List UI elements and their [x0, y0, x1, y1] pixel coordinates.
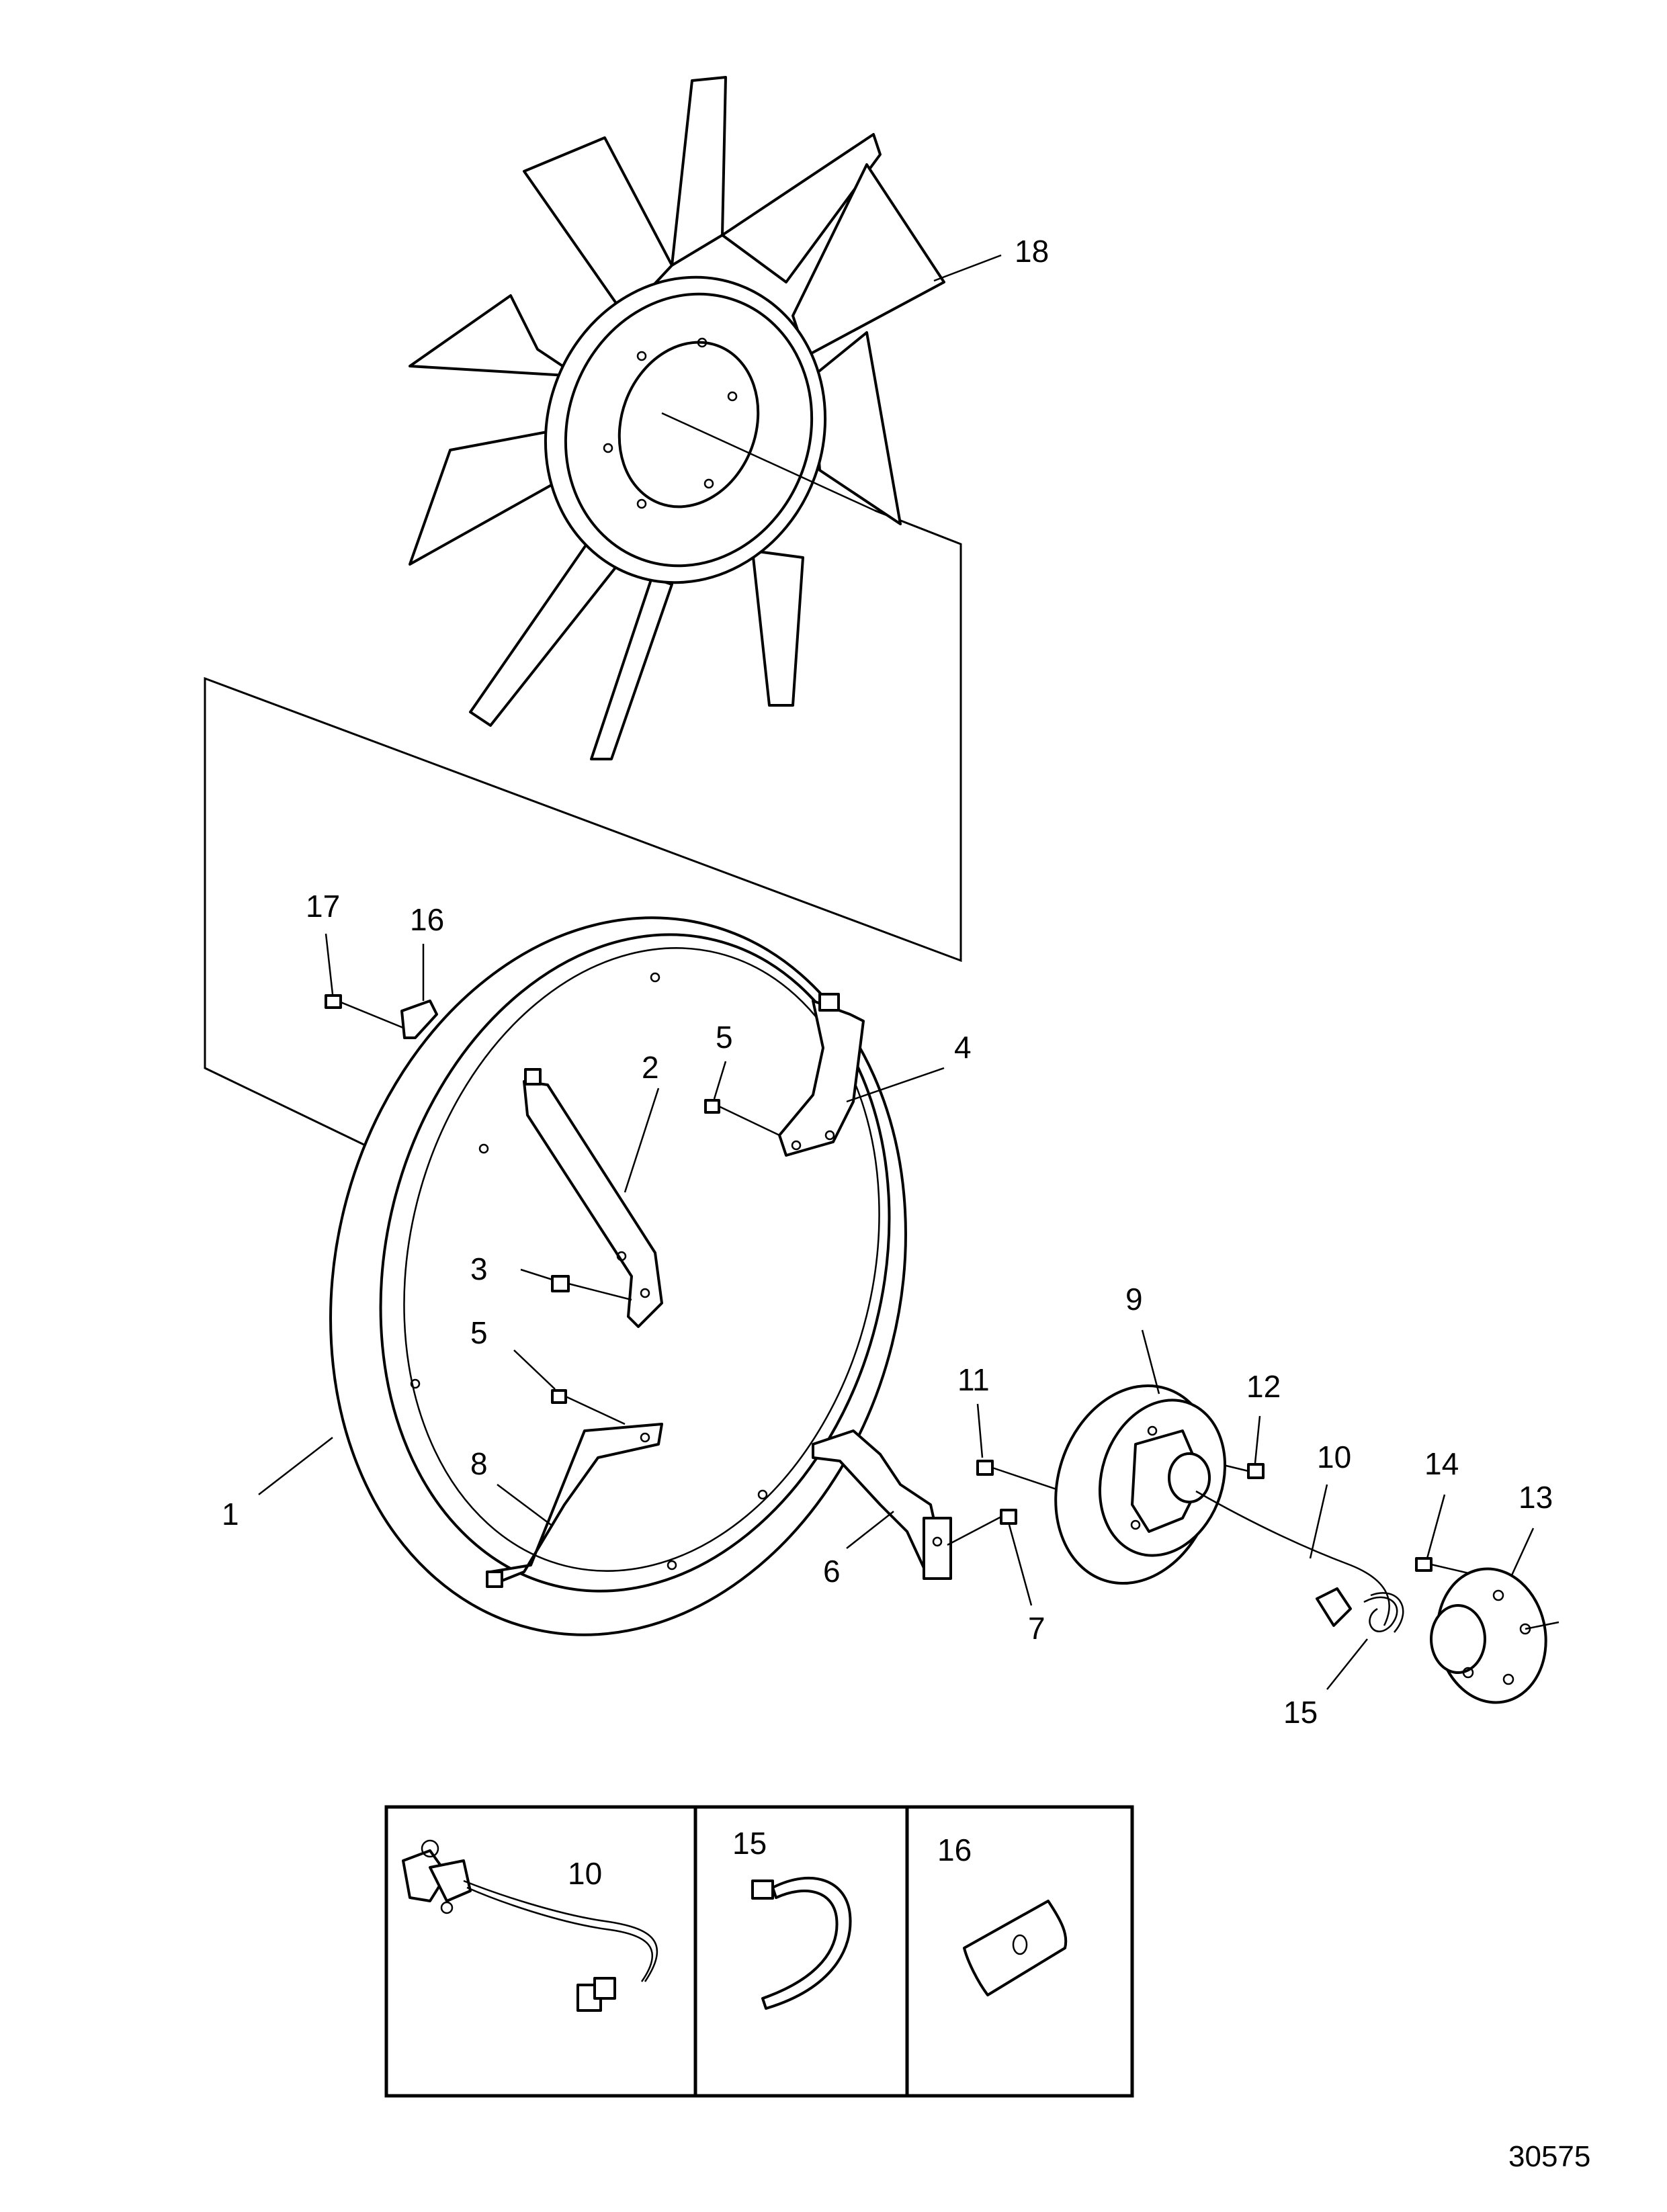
callout-leaders — [258, 933, 1535, 1690]
fan-blade-assembly — [409, 76, 945, 760]
detail-label-15: 15 — [732, 1826, 767, 1861]
shroud-bracket-lower-left — [486, 1423, 663, 1588]
fan-hub — [1430, 1567, 1559, 1704]
callout-labels: 1 2 3 4 5 5 6 7 8 9 10 11 12 13 14 15 16… — [222, 234, 1553, 1730]
fan-shroud — [329, 916, 907, 1636]
callout-13: 13 — [1519, 1480, 1553, 1515]
callout-17: 17 — [306, 889, 340, 924]
callout-18: 18 — [1015, 234, 1049, 269]
shroud-bracket-upper-right — [778, 993, 865, 1157]
callout-8: 8 — [470, 1446, 488, 1481]
callout-16: 16 — [410, 902, 444, 937]
callout-9: 9 — [1125, 1282, 1143, 1317]
callout-7: 7 — [1028, 1611, 1045, 1646]
callout-15: 15 — [1283, 1695, 1318, 1730]
fan-clutch — [1054, 1384, 1227, 1585]
callout-10: 10 — [1317, 1440, 1351, 1474]
callout-12: 12 — [1246, 1369, 1281, 1404]
callout-11: 11 — [957, 1362, 990, 1397]
callout-14: 14 — [1424, 1446, 1459, 1481]
callout-5-upper: 5 — [716, 1020, 733, 1055]
detail-label-16: 16 — [937, 1832, 972, 1867]
callout-2: 2 — [642, 1050, 659, 1085]
detail-panel-sensor-harness: 10 — [402, 1839, 658, 2012]
callout-3: 3 — [470, 1251, 488, 1286]
callout-6: 6 — [823, 1554, 841, 1589]
detail-panel-cable-tie: 15 — [732, 1826, 852, 2010]
shroud-bracket-upper-left — [523, 1068, 663, 1328]
detail-label-10: 10 — [568, 1856, 602, 1891]
callout-5-lower: 5 — [470, 1315, 488, 1350]
detail-panel-clip: 16 — [937, 1832, 1068, 1996]
sensor-harness — [1195, 1490, 1404, 1633]
figure-id: 30575 — [1508, 2140, 1590, 2173]
callout-4: 4 — [954, 1030, 972, 1065]
detail-box: 10 15 16 — [384, 1805, 1134, 2098]
shroud-bracket-lower-right — [812, 1429, 952, 1580]
callout-1: 1 — [222, 1497, 239, 1532]
